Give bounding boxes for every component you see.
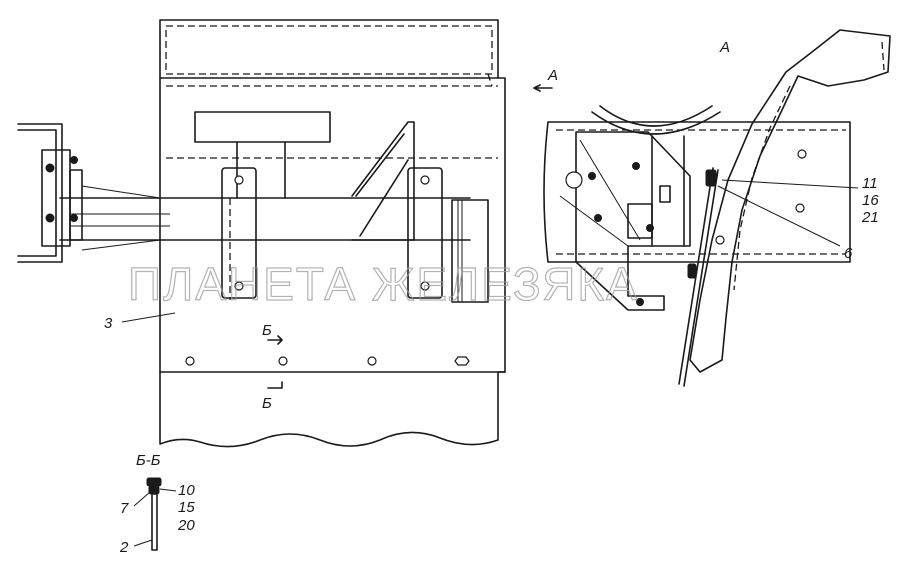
section-bb-title: Б-Б	[136, 452, 161, 469]
watermark-text: ПЛАНЕТА ЖЕЛЕЗЯКА	[128, 258, 639, 310]
view-a-title: А	[719, 39, 730, 56]
callout-10: 10	[178, 482, 195, 499]
view-a-arrow-label: А	[547, 67, 558, 84]
callout-16: 16	[862, 192, 879, 209]
section-bb: Б-Б 10 7 15 2 20	[119, 452, 195, 556]
callout-6: 6	[844, 245, 853, 262]
callout-7: 7	[120, 500, 129, 517]
main-view: Б Б 3 А	[17, 19, 558, 448]
bolt-row	[185, 356, 470, 366]
triangular-gusset	[351, 121, 415, 241]
callout-2: 2	[119, 539, 129, 556]
section-b-lower-label: Б	[262, 395, 272, 412]
upper-cross-plate	[194, 111, 331, 143]
callout-15: 15	[178, 499, 195, 516]
leader-line	[717, 185, 841, 247]
bolt-icon	[45, 213, 55, 223]
right-channel	[451, 199, 489, 303]
support-rod	[678, 167, 719, 387]
bolt-icon	[45, 163, 55, 173]
left-strap	[221, 167, 257, 300]
leader-line	[121, 312, 176, 323]
fender	[689, 29, 891, 373]
section-b-upper-label: Б	[262, 322, 272, 339]
view-a: А	[543, 29, 891, 387]
mudguard-panel-outline	[159, 19, 506, 448]
leader-line	[721, 179, 859, 189]
mounting-plate	[559, 131, 691, 311]
callout-3: 3	[104, 315, 113, 332]
left-mounting-bracket	[17, 123, 161, 263]
callout-20: 20	[177, 517, 195, 534]
callout-11: 11	[862, 175, 878, 192]
callout-21: 21	[861, 209, 879, 226]
top-flap-hidden-edge	[165, 25, 493, 75]
right-strap	[407, 167, 443, 299]
frame-rail	[543, 121, 851, 263]
